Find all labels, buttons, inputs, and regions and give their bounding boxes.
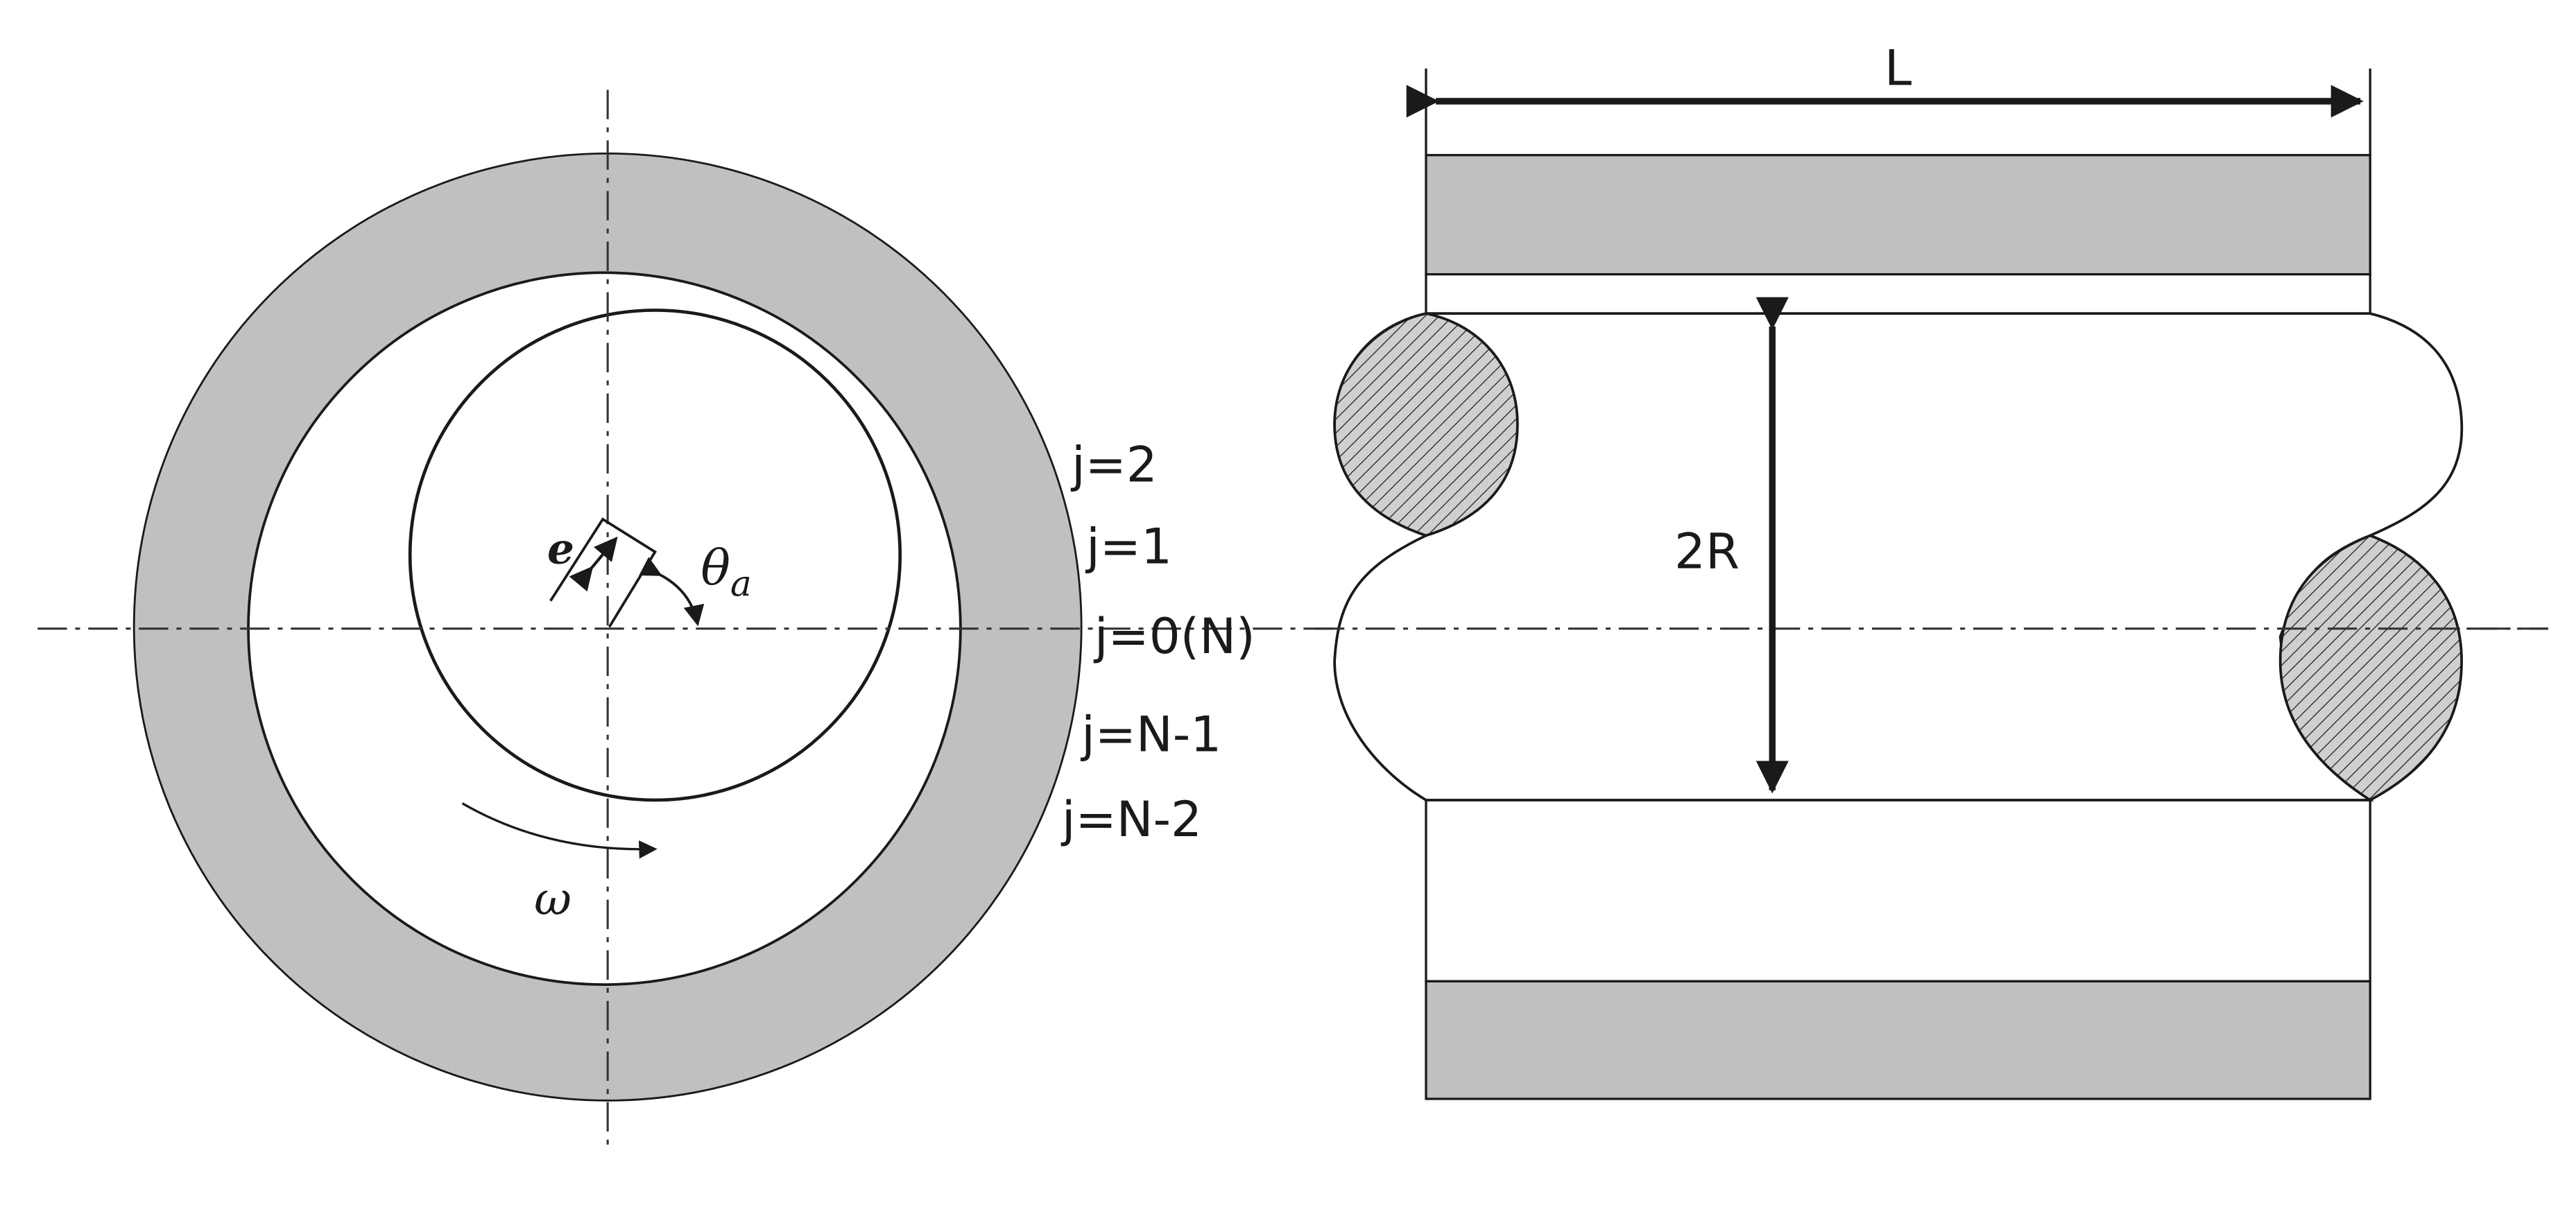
node-label: j=2 [1070,436,1158,494]
node-label: j=1 [1085,517,1172,575]
attitude-angle-label: θa [701,539,751,605]
length-label: L [1884,39,1912,96]
side-view: L 2R [1314,39,2548,1100]
node-labels: j=2 j=1 j=0(N) j=N-1 j=N-2 [1061,436,1255,848]
top-clearance-gap [1425,272,2371,315]
cross-section-view: e θa ω j=2 j=1 j=0(N) j=N-1 j=N-2 [37,89,2548,1152]
top-bearing-sleeve [1425,154,2371,276]
left-end-lobe [1333,312,1519,537]
diameter-label: 2R [1674,523,1740,580]
rotation-arrow [461,802,658,859]
node-label: j=0(N) [1093,607,1255,665]
rotation-label: ω [534,872,572,926]
bottom-bearing-sleeve [1425,980,2371,1100]
node-label: j=N-2 [1061,790,1202,848]
bottom-clearance-gap [1425,799,2371,983]
attitude-angle-arc [639,557,705,627]
journal-shaft [408,309,902,802]
node-label: j=N-1 [1080,705,1221,763]
eccentricity-label: e [547,524,574,573]
eccentricity-arrow [569,536,618,592]
right-end-lobe [2278,534,2463,802]
